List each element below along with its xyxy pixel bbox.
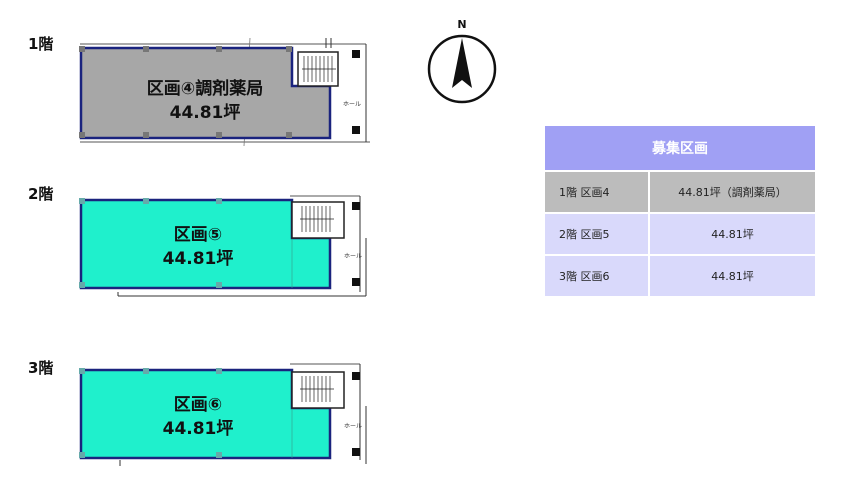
recruitment-table: 募集区画 1階 区画4 44.81坪（調剤薬局） 2階 区画5 44.81坪 3… <box>545 126 815 298</box>
floor-plan-3f: ホール 区画⑥ 44.81坪 <box>70 360 380 472</box>
unit-name-3f: 区画⑥ <box>174 395 222 415</box>
unit-name-2f: 区画⑤ <box>174 225 222 245</box>
unit-name-1f: 区画④調剤薬局 <box>147 78 263 99</box>
unit-cell: 1階 区画4 <box>545 171 650 214</box>
area-cell: 44.81坪（調剤薬局） <box>649 171 815 214</box>
floor-label-1f: 1階 <box>28 35 54 53</box>
table-row: 2階 区画5 44.81坪 <box>545 213 815 256</box>
table-header: 募集区画 <box>545 126 815 172</box>
unit-area-text-2f: 44.81坪 <box>163 249 234 269</box>
area-cell: 44.81坪 <box>649 255 815 298</box>
unit-cell: 2階 区画5 <box>545 213 650 256</box>
hall-label-2f: ホール <box>344 253 362 260</box>
table-row: 3階 区画6 44.81坪 <box>545 255 815 298</box>
unit-area-text-1f: 44.81坪 <box>170 103 241 123</box>
table-row: 1階 区画4 44.81坪（調剤薬局） <box>545 171 815 214</box>
unit-area-text-3f: 44.81坪 <box>163 419 234 439</box>
hall-label-3f: ホール <box>344 423 362 430</box>
floor-label-2f: 2階 <box>28 185 54 203</box>
floor-plan-1f: ホール 区画④調剤薬局 44.81坪 <box>70 37 380 150</box>
floor-label-3f: 3階 <box>28 359 54 377</box>
unit-cell: 3階 区画6 <box>545 255 650 298</box>
hall-label-1f: ホール <box>343 101 361 108</box>
north-letter: N <box>457 18 466 31</box>
north-arrow-icon: N <box>424 16 500 110</box>
area-cell: 44.81坪 <box>649 213 815 256</box>
floor-plan-2f: ホール 区画⑤ 44.81坪 <box>70 192 380 304</box>
